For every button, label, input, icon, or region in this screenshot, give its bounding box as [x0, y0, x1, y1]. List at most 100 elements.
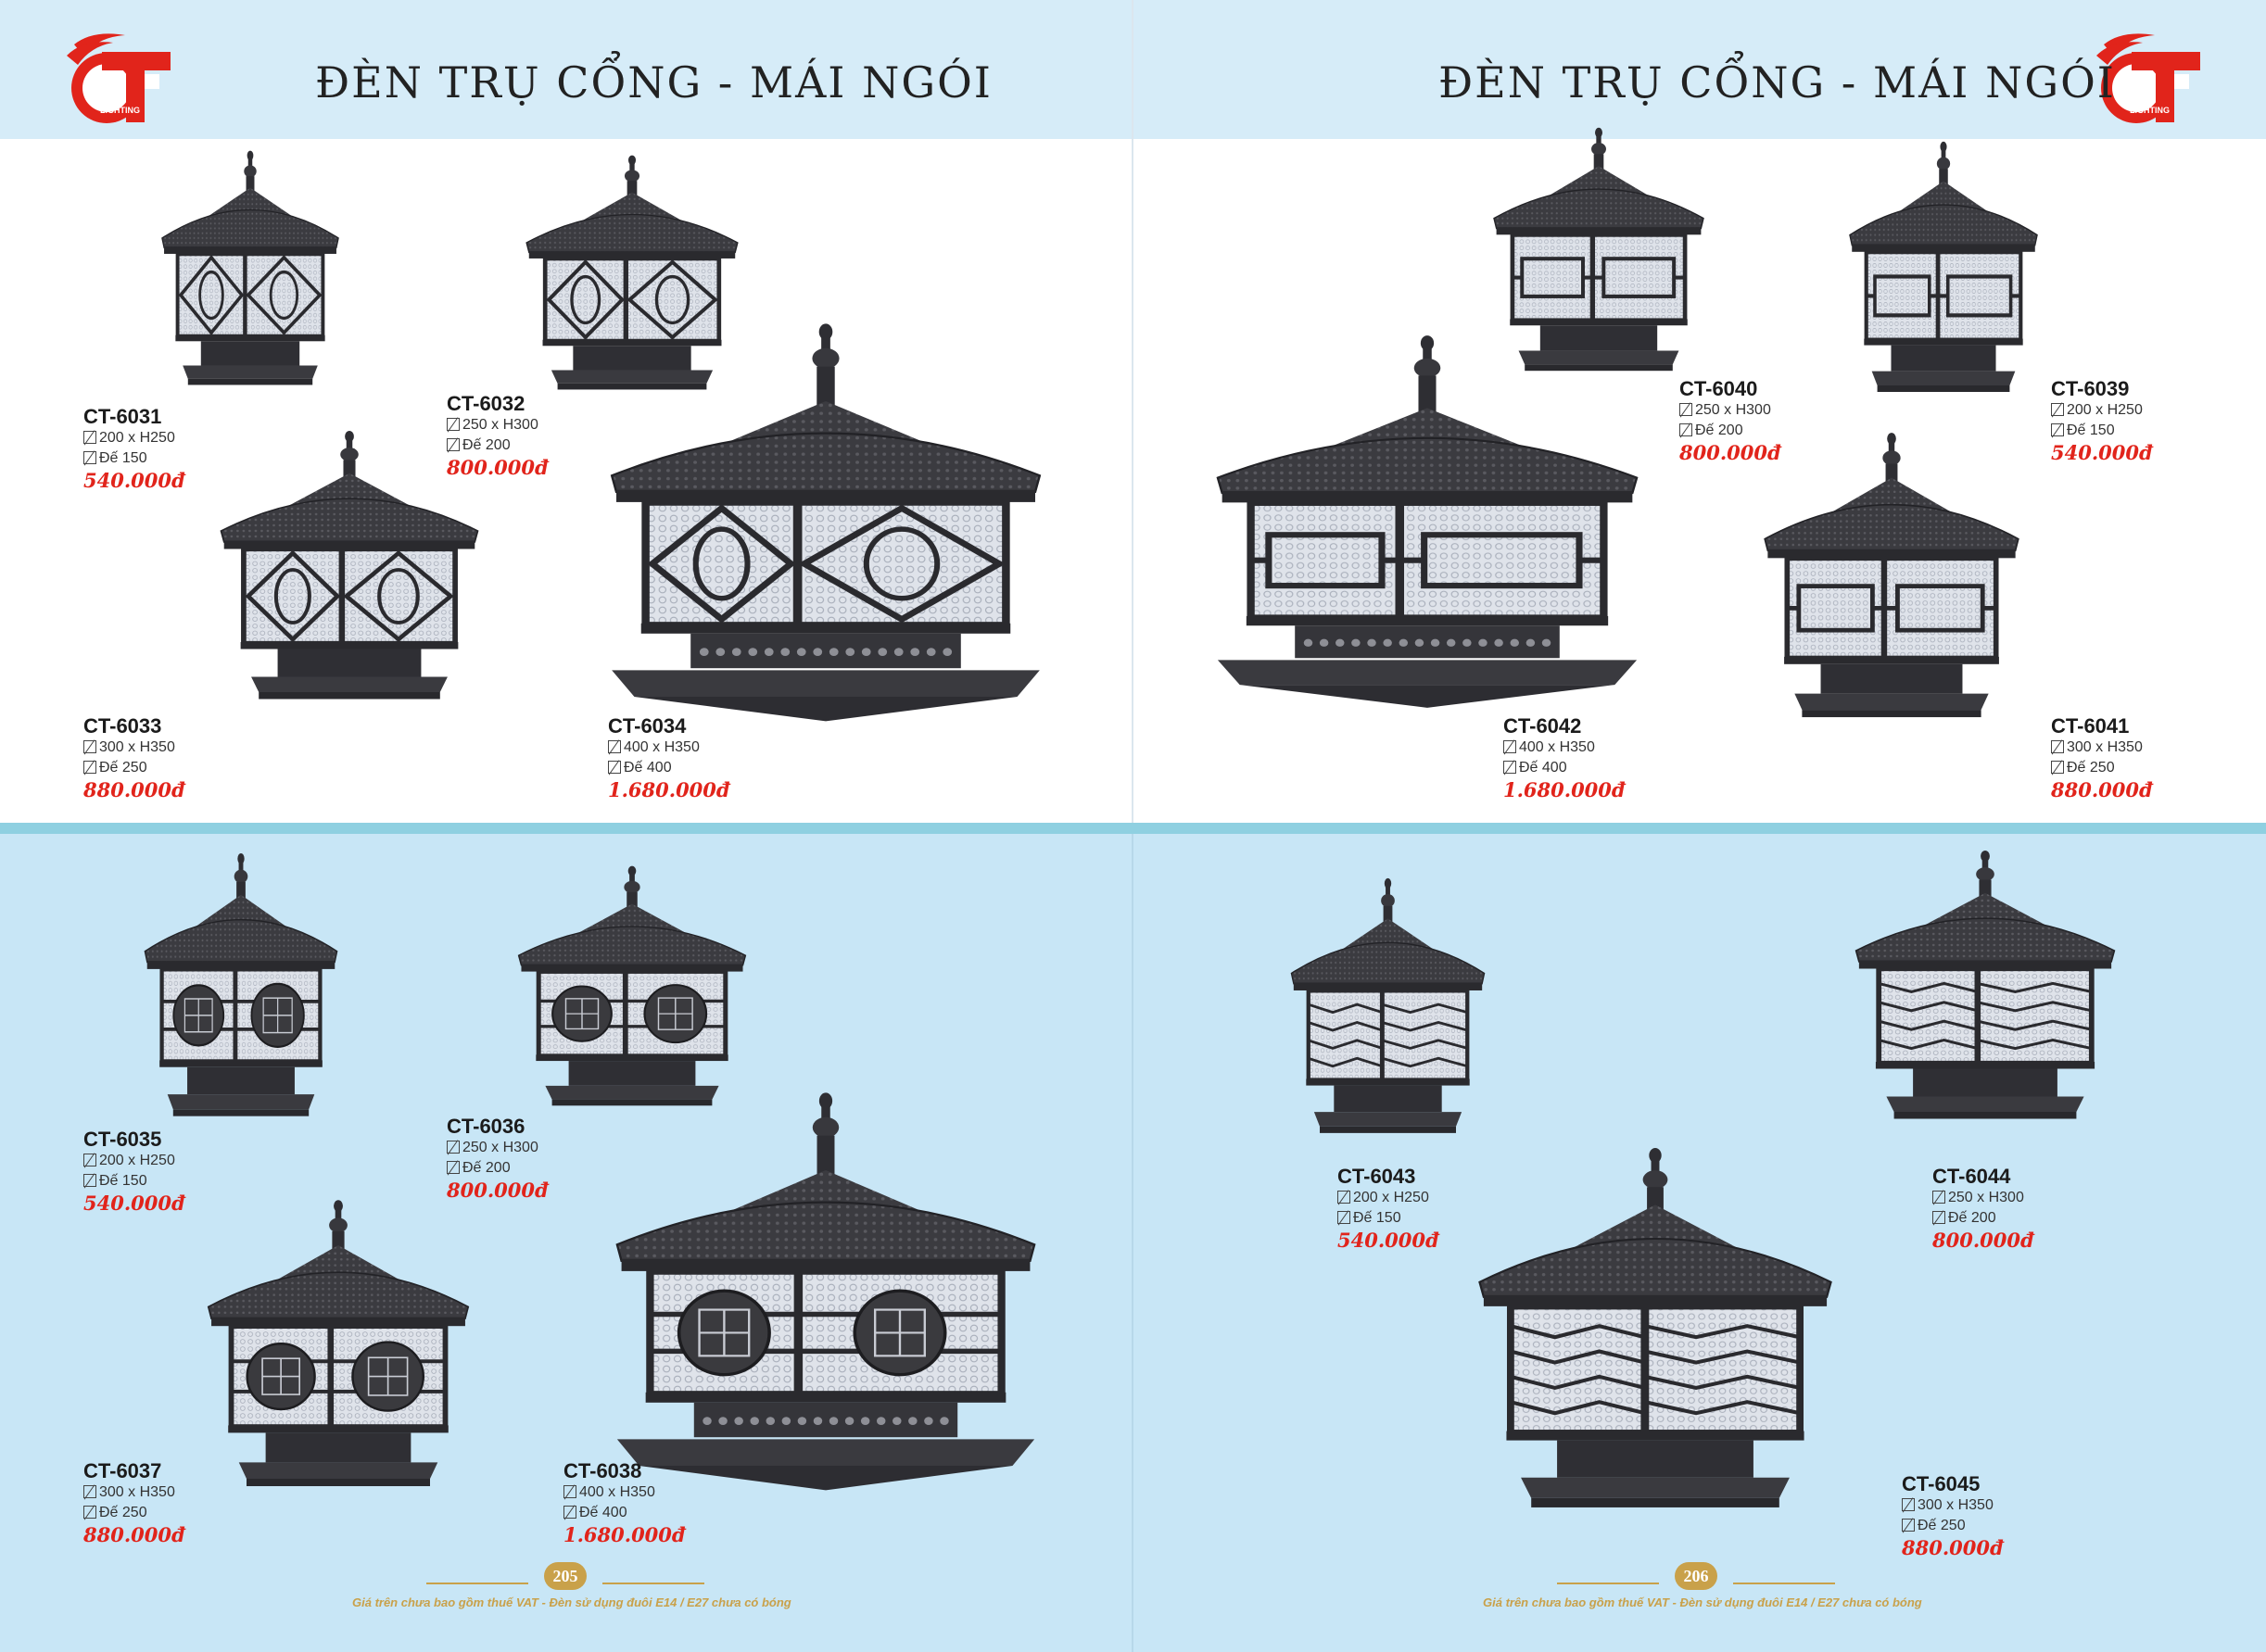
product-price: 1.680.000đ: [1503, 778, 1626, 801]
product-code: CT-6036: [447, 1115, 525, 1138]
header-band-right: [1133, 0, 2266, 139]
dimension-icon: [1902, 1519, 1915, 1532]
product-price: 1.680.000đ: [608, 778, 730, 801]
dimension-icon: [83, 451, 96, 464]
dimension-icon: [1902, 1498, 1915, 1511]
product-spec-6034: CT-6034 400 x H350 Đế 400 1.680.000đ: [608, 715, 730, 802]
lamp-image-6036: [499, 864, 766, 1112]
product-price: 1.680.000đ: [563, 1523, 686, 1546]
product-price: 540.000đ: [83, 469, 185, 492]
product-size: 250 x H300: [447, 415, 549, 435]
product-code: CT-6032: [447, 392, 525, 415]
product-spec-6043: CT-6043 200 x H250 Đế 150 540.000đ: [1337, 1166, 1439, 1253]
dimension-icon: [2051, 403, 2064, 416]
dimension-icon: [1932, 1191, 1945, 1204]
product-size: 250 x H300: [1932, 1188, 2034, 1208]
dimension-icon: [83, 761, 96, 774]
product-base: Đế 250: [1902, 1516, 2004, 1536]
product-size: 250 x H300: [1679, 400, 1781, 421]
product-base: Đế 200: [447, 435, 549, 456]
lamp-image-6040: [1475, 125, 1722, 377]
product-spec-6033: CT-6033 300 x H350 Đế 250 880.000đ: [83, 715, 185, 802]
dimension-icon: [608, 761, 621, 774]
product-price: 540.000đ: [2051, 441, 2153, 464]
product-size: 300 x H350: [83, 1482, 185, 1503]
product-spec-6037: CT-6037 300 x H350 Đế 250 880.000đ: [83, 1460, 185, 1547]
product-size: 400 x H350: [608, 738, 730, 758]
spine-divider-bottom: [1132, 834, 1133, 1652]
product-code: CT-6044: [1932, 1165, 2011, 1188]
dimension-icon: [447, 1161, 460, 1174]
lamp-image-6038: [606, 1089, 1045, 1496]
product-code: CT-6042: [1503, 714, 1582, 738]
footer-note: Giá trên chưa bao gồm thuế VAT - Đèn sử …: [1483, 1595, 1922, 1609]
product-spec-6039: CT-6039 200 x H250 Đế 150 540.000đ: [2051, 378, 2153, 465]
dimension-icon: [447, 418, 460, 431]
dimension-icon: [1337, 1211, 1350, 1224]
product-code: CT-6035: [83, 1128, 162, 1151]
ornament-line-icon: [426, 1583, 528, 1584]
product-base: Đế 150: [83, 1171, 185, 1192]
product-size: 200 x H250: [83, 1151, 185, 1171]
product-base: Đế 200: [447, 1158, 549, 1179]
product-base: Đế 400: [563, 1503, 686, 1523]
dimension-icon: [2051, 740, 2064, 753]
product-size: 300 x H350: [1902, 1495, 2004, 1516]
product-size: 200 x H250: [2051, 400, 2153, 421]
product-price: 540.000đ: [83, 1192, 185, 1215]
page-number: 206: [1675, 1562, 1717, 1590]
lamp-image-6045: [1449, 1144, 1862, 1517]
lamp-image-6032: [508, 153, 756, 396]
lamp-image-6035: [128, 851, 354, 1123]
product-spec-6040: CT-6040 250 x H300 Đế 200 800.000đ: [1679, 378, 1781, 465]
product-code: CT-6038: [563, 1459, 642, 1482]
horizontal-divider: [0, 823, 2266, 834]
dimension-icon: [83, 1506, 96, 1519]
dimension-icon: [1679, 403, 1692, 416]
product-price: 880.000đ: [83, 1523, 185, 1546]
product-price: 540.000đ: [1337, 1229, 1439, 1252]
ornament-line-icon: [1733, 1583, 1835, 1584]
footer-left: 205 Giá trên chưa bao gồm thuế VAT - Đèn…: [352, 1562, 791, 1609]
dimension-icon: [1503, 740, 1516, 753]
footer-right: 206 Giá trên chưa bao gồm thuế VAT - Đèn…: [1483, 1562, 1922, 1609]
lamp-image-6041: [1742, 430, 2041, 725]
dimension-icon: [83, 431, 96, 444]
page-title-left: ĐÈN TRỤ CỔNG - MÁI NGÓI: [315, 57, 993, 107]
product-price: 800.000đ: [1679, 441, 1781, 464]
product-base: Đế 250: [83, 758, 185, 778]
dimension-icon: [83, 1485, 96, 1498]
product-price: 880.000đ: [83, 778, 185, 801]
product-code: CT-6043: [1337, 1165, 1416, 1188]
product-base: Đế 150: [83, 448, 185, 469]
product-spec-6045: CT-6045 300 x H350 Đế 250 880.000đ: [1902, 1473, 2004, 1560]
product-price: 800.000đ: [1932, 1229, 2034, 1252]
product-code: CT-6039: [2051, 377, 2130, 400]
lamp-image-6039: [1833, 139, 2054, 398]
ornament-line-icon: [1557, 1583, 1659, 1584]
product-code: CT-6045: [1902, 1472, 1981, 1495]
product-size: 200 x H250: [1337, 1188, 1439, 1208]
footer-note: Giá trên chưa bao gồm thuế VAT - Đèn sử …: [352, 1595, 791, 1609]
product-base: Đế 250: [83, 1503, 185, 1523]
svg-text:LIGHTING: LIGHTING: [100, 106, 140, 115]
product-code: CT-6041: [2051, 714, 2130, 738]
product-spec-6041: CT-6041 300 x H350 Đế 250 880.000đ: [2051, 715, 2153, 802]
dimension-icon: [563, 1506, 576, 1519]
product-size: 300 x H350: [2051, 738, 2153, 758]
product-spec-6042: CT-6042 400 x H350 Đế 400 1.680.000đ: [1503, 715, 1626, 802]
product-base: Đế 150: [2051, 421, 2153, 441]
dimension-icon: [2051, 761, 2064, 774]
product-base: Đế 200: [1932, 1208, 2034, 1229]
spine-divider: [1132, 0, 1133, 823]
dimension-icon: [608, 740, 621, 753]
product-size: 400 x H350: [563, 1482, 686, 1503]
product-code: CT-6031: [83, 405, 162, 428]
lamp-image-6033: [198, 428, 500, 706]
dimension-icon: [447, 1141, 460, 1154]
product-base: Đế 200: [1679, 421, 1781, 441]
product-spec-6032: CT-6032 250 x H300 Đế 200 800.000đ: [447, 393, 549, 480]
page-number: 205: [544, 1562, 587, 1590]
lamp-image-6031: [146, 148, 354, 391]
lamp-image-6034: [601, 320, 1051, 727]
